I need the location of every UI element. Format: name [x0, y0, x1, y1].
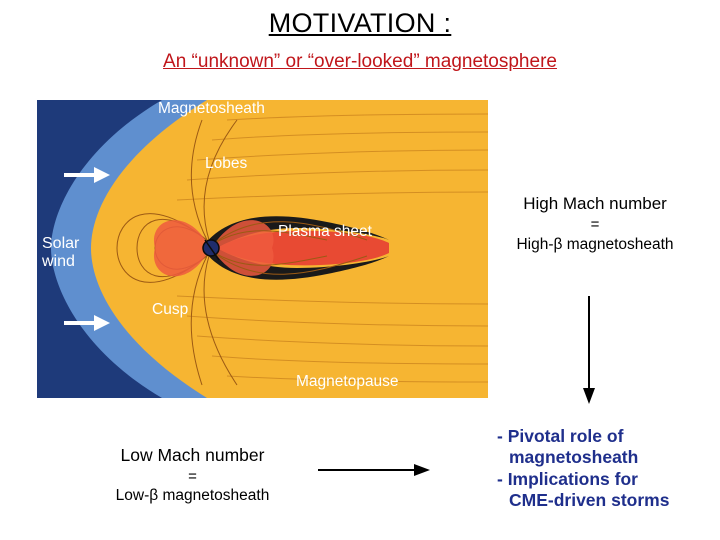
- implications-line4: CME-driven storms: [509, 490, 670, 511]
- magnetosphere-figure: [37, 100, 488, 398]
- solar-wind-label-line2: wind: [42, 252, 75, 270]
- implications-line2: magnetosheath: [509, 447, 639, 468]
- low-mach-equals: =: [188, 467, 197, 485]
- slide-title: MOTIVATION :: [268, 8, 452, 38]
- slide-subtitle: An “unknown” or “over-looked” magnetosph…: [163, 51, 557, 72]
- low-mach-line1: Low Mach number: [120, 445, 265, 465]
- plasma-sheet-label: Plasma sheet: [278, 223, 372, 240]
- high-mach-equals: =: [590, 216, 600, 234]
- implications-line3: - Implications for: [497, 468, 638, 489]
- down-arrow-icon: [583, 296, 595, 404]
- magnetosphere-illustration: [37, 100, 488, 398]
- implications-line1: - Pivotal role of: [497, 426, 624, 446]
- magnetopause-label: Magnetopause: [296, 373, 399, 390]
- right-arrow-icon: [318, 464, 430, 476]
- implications-list: - Pivotal role of magnetosheath - Implic…: [497, 426, 669, 511]
- solar-wind-label-line1: Solar: [42, 235, 80, 252]
- low-mach-line3: Low-β magnetosheath: [115, 487, 270, 505]
- high-mach-line1: High Mach number: [523, 194, 667, 213]
- right-arrow-icon: [64, 167, 110, 183]
- high-mach-block: High Mach number = High-β magnetosheath: [495, 193, 695, 255]
- lobes-label: Lobes: [205, 155, 248, 172]
- magnetosheath-label: Magnetosheath: [158, 100, 265, 117]
- cusp-label: Cusp: [152, 301, 189, 318]
- low-mach-block: Low Mach number = Low-β magnetosheath: [95, 444, 290, 506]
- right-arrow-icon: [64, 315, 110, 331]
- solar-wind-label: Solar wind: [42, 235, 79, 270]
- high-mach-line3: High-β magnetosheath: [516, 235, 674, 253]
